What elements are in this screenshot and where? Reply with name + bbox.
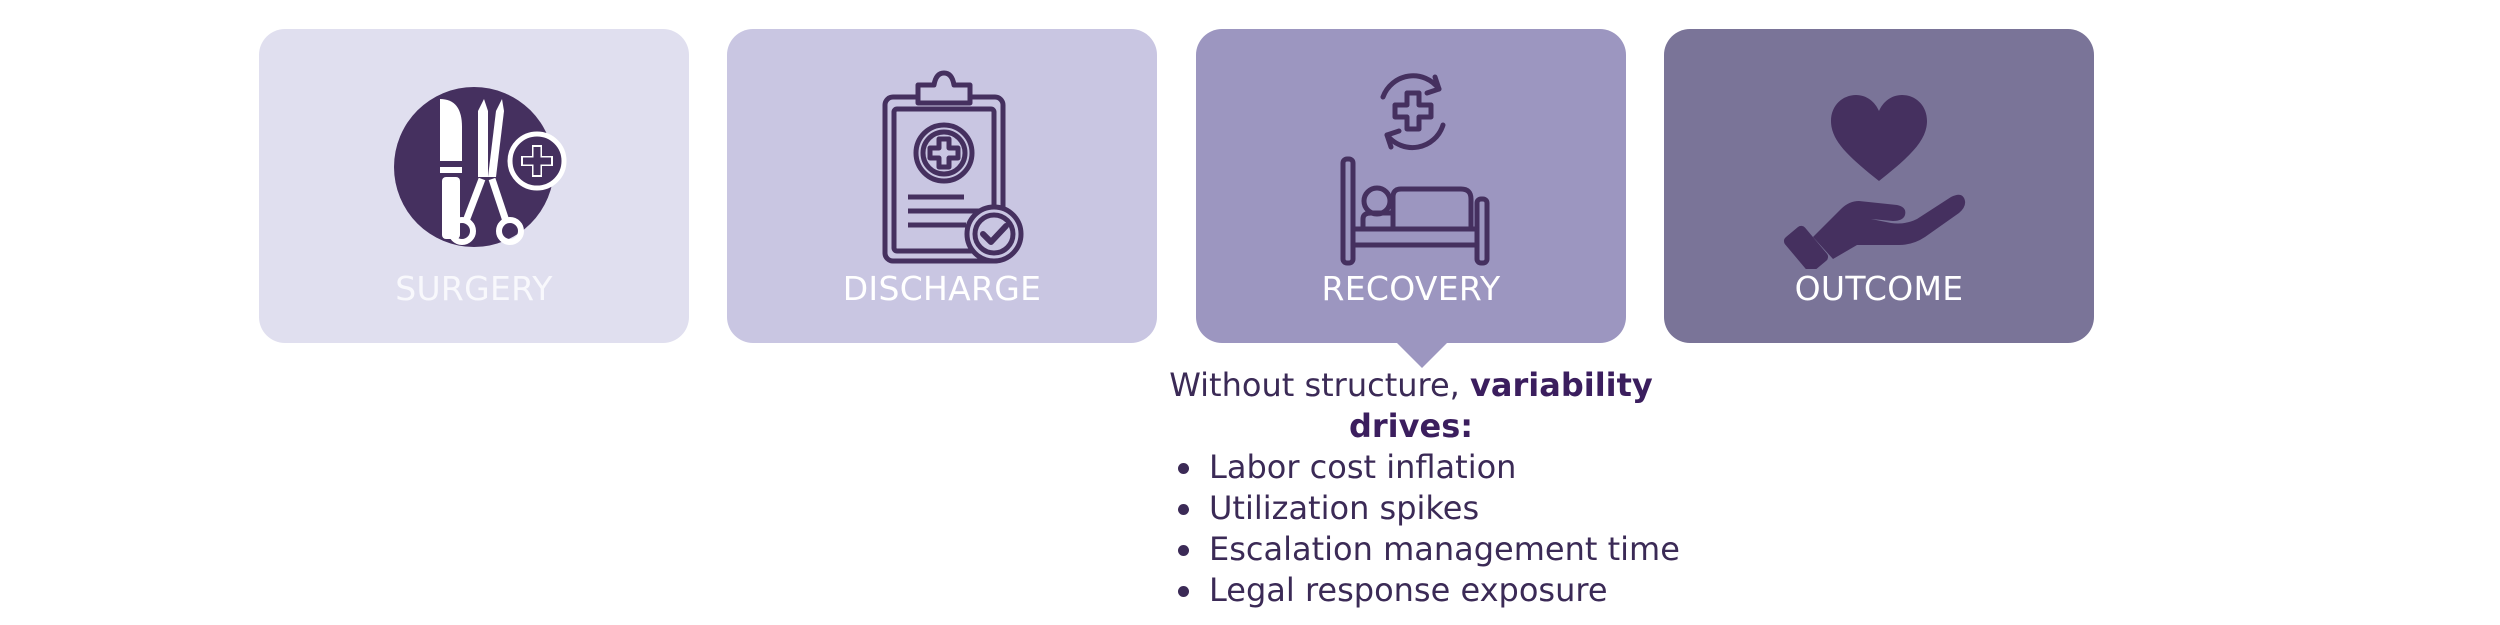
callout-bullet-text: Legal response exposure bbox=[1209, 571, 1608, 609]
patient-bed-icon bbox=[1340, 73, 1490, 266]
callout-bullet: Utilization spikes bbox=[1166, 488, 1656, 529]
step-label-discharge: DISCHARGE bbox=[842, 269, 1042, 308]
callout-emphasis: variability drives: bbox=[1348, 366, 1653, 445]
callout-bullet-text: Labor cost inflation bbox=[1209, 448, 1517, 486]
step-label-outcome: OUTCOME bbox=[1794, 269, 1964, 308]
step-card-discharge: DISCHARGE bbox=[727, 29, 1157, 343]
callout-bullet-text: Escalation management time bbox=[1209, 530, 1680, 568]
callout-headline: Without structure, variability drives: bbox=[1166, 365, 1656, 447]
heart-hand-icon bbox=[1783, 95, 1966, 269]
step-card-outcome: OUTCOME bbox=[1664, 29, 2094, 343]
step-label-recovery: RECOVERY bbox=[1321, 269, 1501, 308]
surgical-tools-icon bbox=[394, 87, 567, 247]
callout-bullet: Legal response exposure bbox=[1166, 570, 1656, 611]
callout-bullet: Escalation management time bbox=[1166, 529, 1680, 570]
bullet-dot-icon bbox=[1178, 545, 1189, 556]
callout-pointer bbox=[1396, 342, 1448, 368]
callout-bullet-list: Labor cost inflation Utilization spikes … bbox=[1166, 447, 1680, 611]
callout-bullet: Labor cost inflation bbox=[1166, 447, 1656, 488]
step-card-recovery: RECOVERY bbox=[1196, 29, 1626, 343]
step-label-surgery: SURGERY bbox=[395, 269, 553, 308]
callout-bullet-text: Utilization spikes bbox=[1209, 489, 1480, 527]
step-card-surgery: SURGERY bbox=[259, 29, 689, 343]
bullet-dot-icon bbox=[1178, 463, 1189, 474]
bullet-dot-icon bbox=[1178, 586, 1189, 597]
bullet-dot-icon bbox=[1178, 504, 1189, 515]
medical-clipboard-icon bbox=[882, 70, 1024, 264]
callout-intro: Without structure, bbox=[1169, 366, 1471, 404]
recovery-callout: Without structure, variability drives: L… bbox=[1166, 365, 1680, 611]
